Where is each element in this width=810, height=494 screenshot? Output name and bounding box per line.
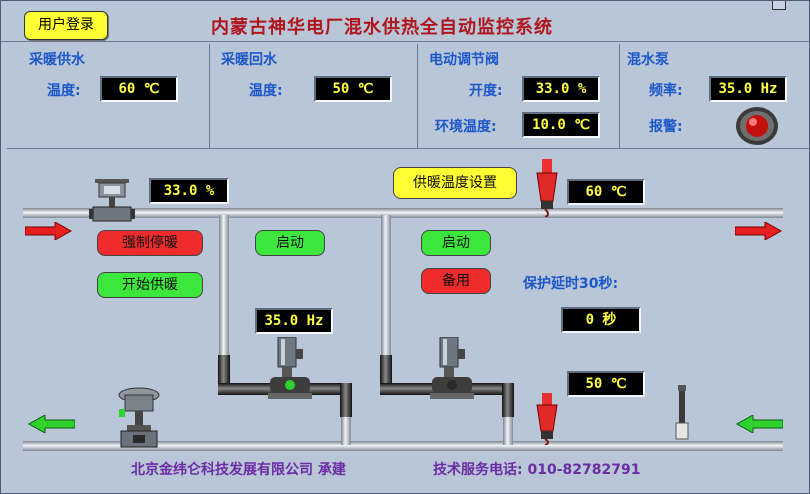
pump-freq-value: 35.0 Hz — [709, 76, 787, 102]
branch2-riser-pipe — [381, 215, 391, 357]
return-panel-title: 采暖回水 — [221, 52, 277, 68]
branch1-riser-pipe — [219, 215, 229, 357]
pump2-outlet-pipe — [502, 383, 514, 417]
pump-panel: 混水泵 频率: 35.0 Hz 报警: — [619, 44, 809, 149]
heating-temp-setting-button[interactable]: 供暖温度设置 — [393, 167, 517, 199]
footer-phone: 技术服务电话: 010-82782791 — [433, 462, 641, 478]
protection-delay-value: 0 秒 — [561, 307, 641, 333]
return-in-arrow-icon — [735, 415, 783, 433]
branch1-drop-pipe — [341, 415, 351, 445]
pump2-start-button[interactable]: 启动 — [421, 230, 491, 256]
pressure-sensor-icon — [675, 385, 689, 440]
return-temp-display: 50 ℃ — [567, 371, 645, 397]
pump-panel-title: 混水泵 — [627, 52, 669, 68]
return-temp-sensor-icon — [536, 393, 558, 445]
supply-temp-display: 60 ℃ — [567, 179, 645, 205]
window-control[interactable] — [772, 1, 786, 10]
env-temp-label: 环境温度: — [435, 119, 497, 135]
mixing-pump-2-icon — [430, 337, 474, 399]
valve-panel: 电动调节阀 开度: 33.0 % 环境温度: 10.0 ℃ — [417, 44, 620, 149]
supply-panel: 采暖供水 温度: 60 ℃ — [7, 44, 210, 149]
supply-out-arrow-icon — [735, 222, 783, 240]
supply-main-pipe — [23, 208, 783, 218]
supply-in-arrow-icon — [25, 222, 73, 240]
supply-panel-title: 采暖供水 — [29, 52, 85, 68]
header-divider — [1, 41, 809, 42]
pump1-outlet-pipe — [340, 383, 352, 417]
valve-panel-title: 电动调节阀 — [429, 52, 499, 68]
footer-company: 北京金纬仑科技发展有限公司 承建 — [131, 462, 346, 478]
pump-alarm-label: 报警: — [649, 119, 683, 135]
alarm-lamp-icon — [736, 107, 778, 145]
user-login-button[interactable]: 用户登录 — [24, 11, 108, 40]
supply-temp-label: 温度: — [47, 83, 81, 99]
force-stop-heating-button[interactable]: 强制停暖 — [97, 230, 203, 256]
return-panel: 采暖回水 温度: 50 ℃ — [209, 44, 418, 149]
supply-temp-value: 60 ℃ — [100, 76, 178, 102]
valve-opening-display: 33.0 % — [149, 178, 229, 204]
valve-opening-label: 开度: — [469, 83, 503, 99]
return-temp-value: 50 ℃ — [314, 76, 392, 102]
page-title: 内蒙古神华电厂混水供热全自动监控系统 — [211, 17, 553, 38]
return-temp-label: 温度: — [249, 83, 283, 99]
pump-freq-display: 35.0 Hz — [255, 308, 333, 334]
pump-freq-label: 频率: — [649, 83, 683, 99]
regulating-valve-icon — [89, 179, 135, 222]
return-main-pipe — [23, 441, 783, 451]
valve-opening-value: 33.0 % — [522, 76, 600, 102]
mixing-pump-1-icon — [268, 337, 312, 399]
return-control-valve-icon — [118, 387, 160, 448]
protection-delay-label: 保护延时30秒: — [523, 276, 619, 292]
branch2-drop-pipe — [503, 415, 513, 445]
standby-button[interactable]: 备用 — [421, 268, 491, 294]
start-heating-button[interactable]: 开始供暖 — [97, 272, 203, 298]
env-temp-value: 10.0 ℃ — [522, 112, 600, 138]
supply-temp-sensor-icon — [536, 159, 558, 217]
pump1-start-button[interactable]: 启动 — [255, 230, 325, 256]
return-out-arrow-icon — [27, 415, 75, 433]
